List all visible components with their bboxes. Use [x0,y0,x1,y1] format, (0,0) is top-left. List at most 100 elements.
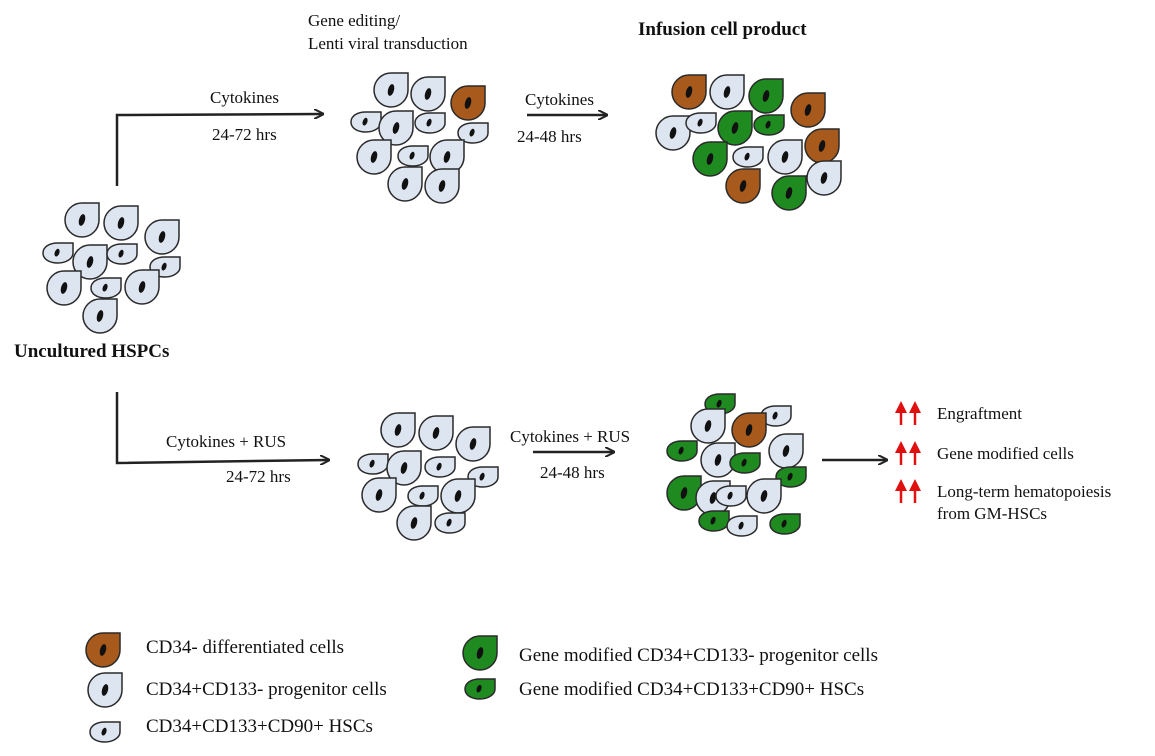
differentiated-cell [790,92,826,128]
infusion-product-cluster [655,74,842,211]
editing-label-line1: Gene editing/ [308,11,401,30]
infusion-product-title: Infusion cell product [638,19,807,40]
bottom-step1-time: 24-72 hrs [226,467,291,486]
progenitor-cell [767,139,803,175]
hsc-cell [715,485,747,507]
bottom-step1-label: Cytokines + RUS [166,432,287,451]
uncultured-cluster [42,202,181,334]
outcome-long-term-line2: from GM-HSCs [937,504,1048,523]
progenitor-cell [746,478,782,514]
hsc-cell [414,112,446,134]
differentiated-cell [731,412,767,448]
hsc-cell [106,243,138,265]
gm-progenitor-cell [717,110,753,146]
hsc-cell [42,242,74,264]
progenitor-cell [709,74,745,110]
top-step2-label: Cytokines [525,90,594,109]
progenitor-cell [655,115,691,151]
top-step1-time: 24-72 hrs [212,125,277,144]
progenitor-cell [373,72,409,108]
gm-hsc-cell [698,510,730,532]
hsc-cell [424,456,456,478]
progenitor-cell [82,298,118,334]
hsc-cell [350,111,382,133]
outcome-long-term-line1: Long-term hematopoiesis [937,482,1112,501]
gm-progenitor-cell [771,175,807,211]
gm-progenitor-cell [748,78,784,114]
legend-icon-prog [87,672,123,708]
gm-hsc-cell [729,452,761,474]
hsc-cell [726,515,758,537]
hsc-cell [457,122,489,144]
gm-progenitor-cell [692,141,728,177]
progenitor-cell [356,139,392,175]
hsc-cell [89,721,121,743]
progenitor-cell [46,270,82,306]
progenitor-cell [378,110,414,146]
cell-clusters [42,72,842,743]
differentiated-cell [85,632,121,668]
progenitor-cell [87,672,123,708]
bottom-step2-time: 24-48 hrs [540,463,605,482]
progenitor-cell [124,269,160,305]
differentiated-cell [804,128,840,164]
legend-icon-gm-hsc [464,678,496,700]
progenitor-cell [455,426,491,462]
progenitor-cell [806,160,842,196]
top-step1-label: Cytokines [210,88,279,107]
progenitor-cell [361,477,397,513]
gm-progenitor-cell [462,635,498,671]
progenitor-cell [103,205,139,241]
editing-label-line2: Lenti viral transduction [308,34,468,53]
progenitor-cell [700,442,736,478]
top-branch-line [115,114,322,186]
progenitor-cell [440,478,476,514]
gm-hsc-cell [666,440,698,462]
outcome-gene-modified: Gene modified cells [937,444,1074,463]
hsc-cell [434,512,466,534]
up-arrows-engraftment [895,401,921,425]
ultrasound-product-cluster [666,393,807,537]
legend [85,632,498,743]
progenitor-cell [410,76,446,112]
top-step2-time: 24-48 hrs [517,127,582,146]
progenitor-cell [768,433,804,469]
hsc-cell [397,145,429,167]
differentiated-cell [725,168,761,204]
legend-label-hsc: CD34+CD133+CD90+ HSCs [146,716,373,737]
progenitor-cell [418,415,454,451]
hsc-cell [467,466,499,488]
uncultured-hspcs-label: Uncultured HSPCs [14,341,170,362]
differentiated-cell [450,85,486,121]
outcome-engraftment: Engraftment [937,404,1022,423]
legend-icon-gm-prog [462,635,498,671]
up-arrows-gene-modified [895,441,921,465]
hsc-cell [407,485,439,507]
gm-hsc-cell [464,678,496,700]
progenitor-cell [396,505,432,541]
progenitor-cell [690,408,726,444]
bottom-branch-line [115,392,328,463]
hsc-cell [685,112,717,134]
hsc-cell [732,146,764,168]
gm-hsc-cell [753,114,785,136]
gm-progenitor-cell [666,475,702,511]
progenitor-cell [380,412,416,448]
legend-label-gm-hsc: Gene modified CD34+CD133+CD90+ HSCs [519,679,865,700]
bottom-middle-cluster [357,412,499,541]
progenitor-cell [144,219,180,255]
differentiated-cell [671,74,707,110]
progenitor-cell [424,168,460,204]
legend-icon-hsc [89,721,121,743]
gm-hsc-cell [769,513,801,535]
progenitor-cell [64,202,100,238]
legend-label-progenitor: CD34+CD133- progenitor cells [146,679,387,700]
legend-label-differentiated: CD34- differentiated cells [146,637,345,658]
legend-label-gm-progenitor: Gene modified CD34+CD133- progenitor cel… [519,645,878,666]
top-middle-cluster [350,72,489,204]
hsc-cell [90,277,122,299]
progenitor-cell [387,166,423,202]
up-arrows-long-term [895,479,921,503]
bottom-step2-label: Cytokines + RUS [510,427,631,446]
